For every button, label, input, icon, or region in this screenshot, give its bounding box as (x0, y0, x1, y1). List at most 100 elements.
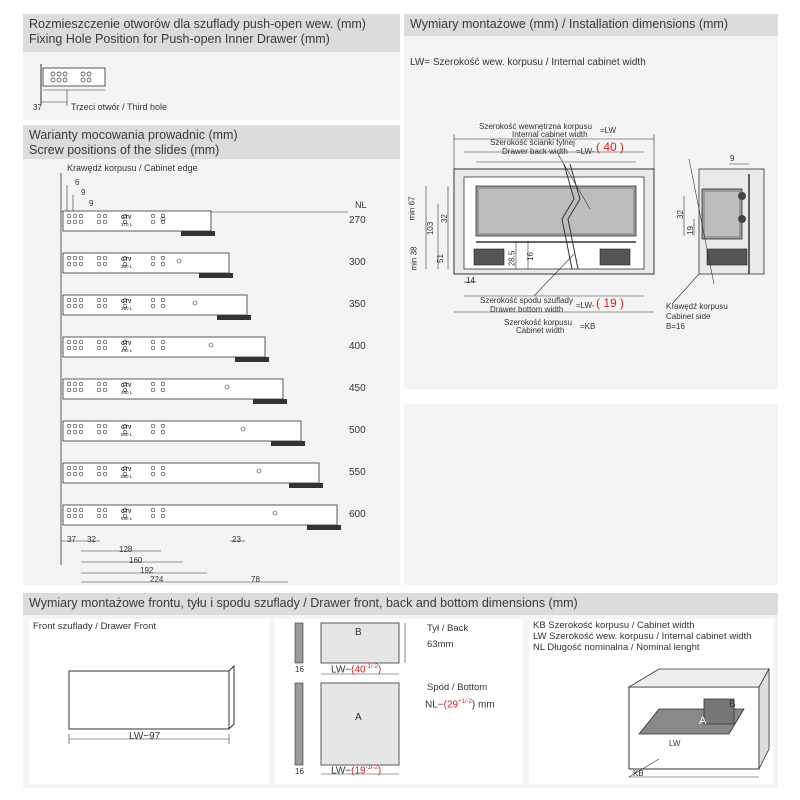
screw-positions-header: Warianty mocowania prowadnic (mm) Screw … (23, 125, 400, 159)
slide-code-400: 400 L (121, 348, 133, 353)
bottom-dim-suffix: ) mm (471, 699, 495, 711)
panel-b-label: B (355, 627, 362, 638)
slide-code-500: 500 L (121, 432, 133, 437)
back-width-pl: Szerokość ścianki tylnej (490, 138, 575, 147)
a-dim-prefix: LW− (331, 765, 352, 777)
installation-title: Wymiary montażowe (mm) / Installation di… (410, 17, 729, 31)
left-dim-32: 32 (439, 214, 449, 223)
lw-definition-2: LW Szerokość wew. korpusu / Internal cab… (533, 631, 752, 642)
b-dim-tol: -1/-2 (365, 664, 378, 670)
back-height: 63mm (427, 639, 454, 650)
thick-b: 16 (295, 665, 304, 674)
svg-text:GTV: GTV (121, 341, 132, 347)
drawer-front-box: Front szuflady / Drawer Front LW−97 (29, 619, 269, 784)
left-dim-min38: min 38 (409, 246, 419, 271)
edge-en: Cabinet side (666, 312, 711, 321)
inner-width-en: Internal cabinet width (512, 130, 588, 139)
bottom-dim-160: 160 (129, 556, 143, 565)
kb-definition: KB Szerokość korpusu / Cabinet width (533, 620, 695, 631)
panel-a-label: A (355, 712, 362, 723)
b-dimension: LW−(40-1/-2) (331, 664, 381, 675)
nl-label-600: 600 (349, 509, 366, 520)
nl-label-350: 350 (349, 299, 366, 310)
cab-width-val: =KB (580, 322, 596, 331)
inner-width-val: =LW (600, 126, 617, 135)
nl-label-500: 500 (349, 425, 366, 436)
nl-label-400: 400 (349, 341, 366, 352)
bottom-dim-192: 192 (140, 566, 154, 575)
inner-dim-28-5: 28.5 (507, 250, 517, 267)
inner-dim-14: 14 (466, 276, 475, 285)
inner-width-pl: Szerokość wewnętrzna korpusu (479, 122, 592, 131)
hole-position-title-pl: Rozmieszczenie otworów dla szuflady push… (29, 17, 366, 31)
hole-position-header: Rozmieszczenie otworów dla szuflady push… (23, 14, 400, 52)
front-back-bottom-header: Wymiary montażowe frontu, tyłu i spodu s… (23, 593, 778, 615)
top-dim-3: 9 (89, 199, 94, 208)
cab-width-en: Cabinet width (516, 326, 565, 335)
bottom-dim-23: 23 (232, 535, 241, 544)
nl-label-300: 300 (349, 257, 366, 268)
left-dim-51: 51 (435, 254, 445, 263)
side-dim-19: 19 (685, 226, 695, 235)
edge-b: B=16 (666, 322, 685, 331)
drawer-front-drawing (68, 664, 235, 744)
back-width-value: ( 40 ) (596, 140, 625, 154)
nl-column-header: NL (355, 200, 367, 210)
bottom-width-en: Drawer bottom width (490, 305, 564, 314)
thick-a: 16 (295, 767, 304, 776)
back-label: Tył / Back (427, 623, 469, 634)
lw-definition: LW= Szerokość wew. korpusu / Internal ca… (410, 57, 646, 68)
hole-position-drawing (40, 64, 106, 106)
hole-position-title-en: Fixing Hole Position for Push-open Inner… (29, 32, 330, 46)
nl-label-450: 450 (349, 383, 366, 394)
side-dim-9: 9 (730, 154, 735, 163)
cabinet-edge-label: Krawędź korpusu / Cabinet edge (67, 163, 198, 173)
front-back-bottom-title: Wymiary montażowe frontu, tyłu i spodu s… (29, 596, 578, 610)
a-dim-suffix: ) (377, 765, 382, 777)
bottom-dim-224: 224 (150, 575, 164, 584)
slide-code-450: 450 L (121, 390, 133, 395)
bottom-width-formula: =LW- (576, 301, 595, 310)
bottom-dim-prefix: NL− (425, 699, 444, 711)
left-dim-103: 103 (426, 221, 436, 236)
bottom-dim-78: 78 (251, 575, 260, 584)
a-dimension: LW−(19-1/-2) (331, 765, 381, 776)
slide-code-270: 270 L (121, 222, 133, 227)
svg-text:GTV: GTV (121, 425, 132, 431)
hole-position-panel: Rozmieszczenie otworów dla szuflady push… (23, 14, 400, 120)
iso-b-label: B (729, 699, 736, 710)
edge-pl: Krawędź korpusu (666, 302, 728, 311)
back-bottom-drawing (294, 622, 406, 775)
bottom-dim-tol: +1/-2 (458, 699, 472, 705)
bottom-dim-32: 32 (87, 535, 96, 544)
installation-panel: Wymiary montażowe (mm) / Installation di… (404, 14, 778, 389)
hole-position-dim: 37 (33, 103, 42, 112)
a-dim-val: (19 (351, 765, 366, 777)
svg-text:GTV: GTV (121, 509, 132, 515)
empty-panel (404, 404, 778, 585)
b-dim-val: (40 (351, 664, 366, 676)
bottom-width-pl: Szerokość spodu szuflady (480, 296, 573, 305)
installation-drawing (425, 134, 765, 313)
bottom-label: Spód / Bottom (427, 682, 488, 693)
side-dim-32: 32 (675, 210, 685, 219)
iso-drawing (627, 667, 770, 778)
bottom-dim-37: 37 (67, 535, 76, 544)
bottom-dimension: NL−(29+1/-2) mm (425, 699, 495, 710)
slide-code-300: 300 L (121, 264, 133, 269)
a-dim-tol: -1/-2 (365, 765, 378, 771)
slide-code-600: 600 L (121, 516, 133, 521)
svg-text:GTV: GTV (121, 215, 132, 221)
inner-dim-16: 16 (525, 252, 535, 261)
nl-label-550: 550 (349, 467, 366, 478)
third-hole-label: Trzeci otwór / Third hole (71, 102, 168, 112)
iso-lw-label: LW (669, 739, 681, 748)
left-dim-min67: min 67 (407, 196, 417, 221)
